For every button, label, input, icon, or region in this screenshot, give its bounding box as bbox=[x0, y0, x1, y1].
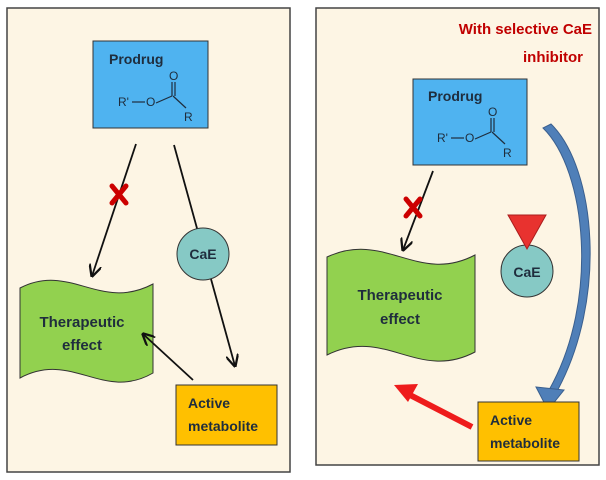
curved-arrow-head bbox=[535, 386, 565, 411]
right-title-line2: inhibitor bbox=[523, 49, 583, 66]
right-r-group: R bbox=[503, 146, 512, 160]
left-panel: Prodrug R' O O R CaE Therapeut bbox=[6, 7, 291, 473]
right-therapeutic-effect: Therapeutic effect bbox=[326, 248, 476, 362]
right-cae-label: CaE bbox=[513, 264, 540, 280]
left-therapeutic-effect: Therapeutic effect bbox=[19, 279, 154, 383]
right-block-x-icon bbox=[403, 196, 423, 219]
left-therapeutic-line1: Therapeutic bbox=[39, 314, 124, 331]
left-effect-arrow bbox=[143, 334, 194, 381]
left-active-metabolite: Active metabolite bbox=[175, 384, 278, 446]
left-prodrug-box: Prodrug R' O O R bbox=[92, 40, 209, 129]
left-ester-oxygen: O bbox=[146, 95, 155, 109]
left-metabolite-line1: Active bbox=[188, 395, 230, 411]
right-title-line1: With selective CaE bbox=[459, 21, 592, 38]
right-metabolite-line1: Active bbox=[490, 412, 532, 428]
right-metabolite-line2: metabolite bbox=[490, 435, 560, 451]
red-effect-arrow bbox=[408, 392, 474, 430]
left-cae-label: CaE bbox=[189, 246, 216, 262]
right-panel: With selective CaE inhibitor Prodrug R' … bbox=[315, 7, 600, 466]
right-therapeutic-line2: effect bbox=[380, 311, 420, 328]
left-r-prime: R' bbox=[118, 95, 129, 109]
left-carbonyl-oxygen: O bbox=[169, 69, 178, 83]
inhibitor-triangle-icon bbox=[507, 214, 547, 251]
right-carbonyl-oxygen: O bbox=[488, 105, 497, 119]
right-prodrug-box: Prodrug R' O O R bbox=[412, 78, 528, 166]
left-r-group: R bbox=[184, 110, 193, 124]
right-active-metabolite: Active metabolite bbox=[477, 401, 580, 462]
left-cae-enzyme: CaE bbox=[176, 227, 230, 281]
left-therapeutic-line2: effect bbox=[62, 337, 102, 354]
right-cae-enzyme: CaE bbox=[500, 244, 554, 298]
red-arrow-head bbox=[394, 384, 418, 402]
left-block-x-icon bbox=[109, 183, 129, 206]
right-prodrug-label: Prodrug bbox=[428, 88, 482, 104]
left-blocked-arrow bbox=[92, 143, 137, 276]
right-therapeutic-line1: Therapeutic bbox=[357, 287, 442, 304]
left-prodrug-label: Prodrug bbox=[109, 51, 163, 67]
right-r-prime: R' bbox=[437, 131, 448, 145]
left-metabolite-line2: metabolite bbox=[188, 418, 258, 434]
right-ester-oxygen: O bbox=[465, 131, 474, 145]
